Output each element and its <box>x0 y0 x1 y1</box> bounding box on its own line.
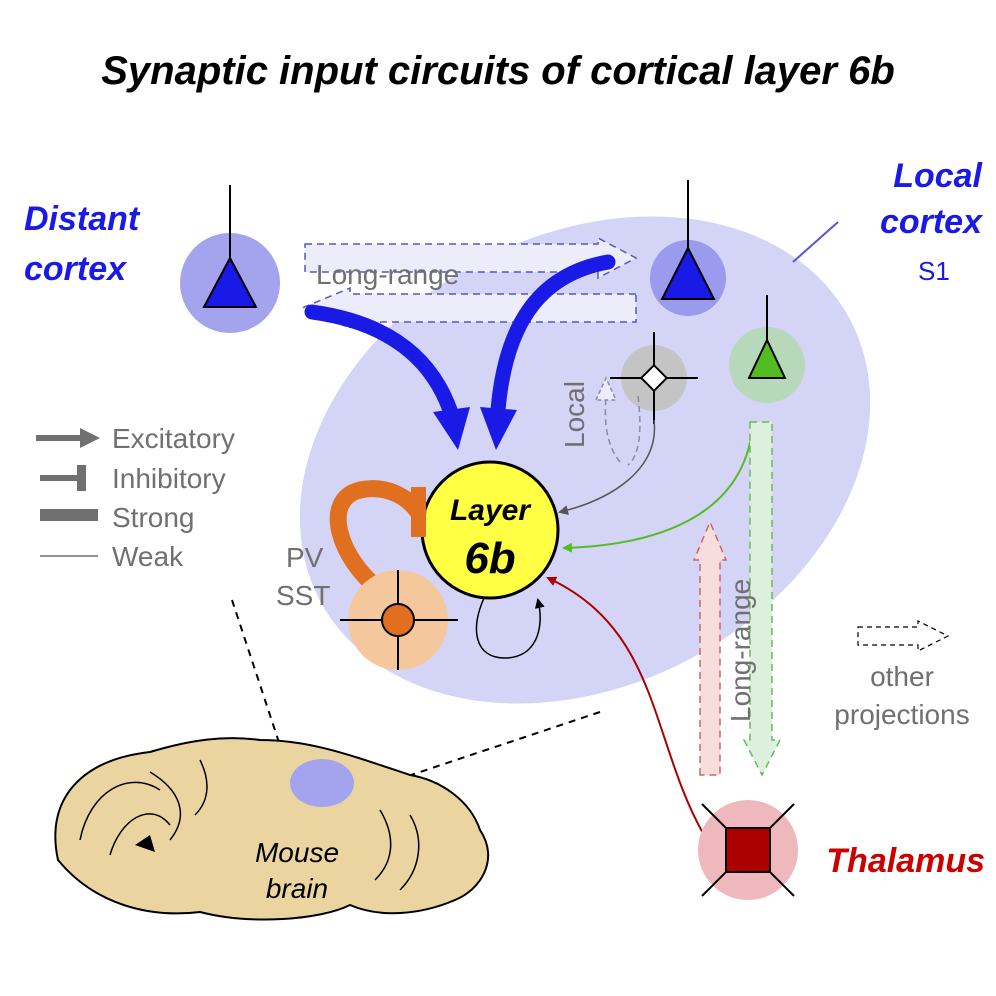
layer6b-label-line2: 6b <box>464 534 515 583</box>
distant-to-layer6b-strong-arrow <box>304 304 470 450</box>
interneuron-label-line1: PV <box>286 542 324 573</box>
long-range-dashed-arrow-up <box>692 520 728 776</box>
distant-cortex-label-line2: cortex <box>24 250 128 288</box>
local-arrow-label: Local <box>559 381 590 448</box>
mouse-brain-label-line2: brain <box>266 873 328 904</box>
local-dashed-arrows <box>594 376 641 466</box>
figure-title: Synaptic input circuits of cortical laye… <box>101 49 895 93</box>
inhibitory-projection <box>329 480 427 599</box>
local-cortex-label-line2: cortex <box>880 203 984 241</box>
local-interneuron-weak-arrow <box>558 419 656 515</box>
legend-excitatory-label: Excitatory <box>112 423 235 454</box>
local-cortex-label-line1: Local <box>893 157 983 195</box>
thalamus-neuron <box>698 800 798 900</box>
local-gray-interneuron <box>610 332 698 424</box>
mouse-brain-label-line1: Mouse <box>255 837 339 868</box>
layer6b-self-loop-arrow <box>475 597 545 659</box>
legend-strong-label: Strong <box>112 502 195 533</box>
local-pyramidal-neuron <box>650 180 726 316</box>
green-neuron-weak-arrow <box>562 431 753 553</box>
s1-pointer-line <box>792 221 839 263</box>
thalamus-weak-arrow <box>546 576 705 836</box>
layer6b-label-line1: Layer <box>450 494 532 527</box>
legend-inhibitory-label: Inhibitory <box>112 463 226 494</box>
long-range-dashed-arrow-left <box>300 286 637 330</box>
local-cortex-sub-label: S1 <box>918 256 950 286</box>
other-projections-dashed-arrow <box>857 620 950 652</box>
pv-sst-interneuron <box>340 570 458 670</box>
distant-pyramidal-neuron <box>180 185 280 333</box>
other-projections-label-line2: projections <box>834 699 969 730</box>
long-range-top-label: Long-range <box>316 259 459 290</box>
distant-cortex-label-line1: Distant <box>24 200 141 238</box>
thalamus-label: Thalamus <box>826 842 985 880</box>
local-cortex-ellipse <box>299 216 871 704</box>
other-projections-label-line1: other <box>870 661 934 692</box>
long-range-dashed-arrow-right <box>304 236 638 280</box>
long-range-right-label: Long-range <box>725 579 756 722</box>
interneuron-label-line2: SST <box>276 580 330 611</box>
long-range-dashed-arrow-down <box>742 421 782 777</box>
legend-symbols <box>36 428 100 557</box>
green-neuron <box>729 295 805 403</box>
mouse-brain <box>54 737 490 921</box>
legend-weak-label: Weak <box>112 541 184 572</box>
local-pyramidal-to-layer6b-strong-arrow <box>480 254 616 450</box>
